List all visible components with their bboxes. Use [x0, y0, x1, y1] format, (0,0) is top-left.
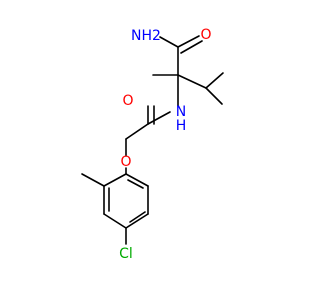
- amine-n: N: [176, 104, 186, 120]
- bond-isopropyl-methyl-1: [205, 72, 224, 89]
- bond-carbonyl-o-2: [180, 40, 203, 54]
- amine-h: H: [176, 118, 187, 134]
- amine-h-label: H: [176, 118, 187, 134]
- atom-label-layer: NH2 O O N H O Cl: [119, 27, 211, 262]
- bond-acyl-ch2: [125, 123, 149, 140]
- acyl-oxygen-label: O: [122, 93, 133, 109]
- amine-n-label: N: [176, 104, 186, 120]
- ring-bond-3: [103, 213, 127, 229]
- bond-nh-acyl-carbon: [147, 111, 171, 125]
- ring-bond-4: [125, 213, 149, 229]
- ether-oxygen-label: O: [120, 154, 131, 170]
- nh2-n: NH2: [131, 28, 161, 44]
- bond-nh2-carbonyl: [159, 36, 179, 48]
- amide-oxygen-label: O: [200, 27, 211, 43]
- ring-double-bond-2: [129, 211, 146, 223]
- bond-quaternary-isopropyl: [177, 74, 207, 89]
- molecule-diagram: NH2 O O N H O Cl: [81, 27, 224, 262]
- bond-carbonyl-o-1: [177, 35, 200, 48]
- chlorine-label: Cl: [119, 246, 133, 262]
- bond-layer: [81, 35, 224, 245]
- ether-oxygen: O: [120, 154, 131, 170]
- ring-bond-1: [103, 173, 127, 187]
- ring-bond-6: [125, 173, 149, 187]
- chlorine: Cl: [119, 246, 133, 262]
- ring-double-bond-3: [127, 179, 144, 189]
- nh2-label: NH2: [131, 28, 161, 44]
- bond-aryl-methyl: [81, 173, 105, 187]
- bond-isopropyl-methyl-2: [205, 87, 223, 105]
- amide-oxygen: O: [200, 27, 211, 43]
- acyl-oxygen: O: [122, 93, 133, 109]
